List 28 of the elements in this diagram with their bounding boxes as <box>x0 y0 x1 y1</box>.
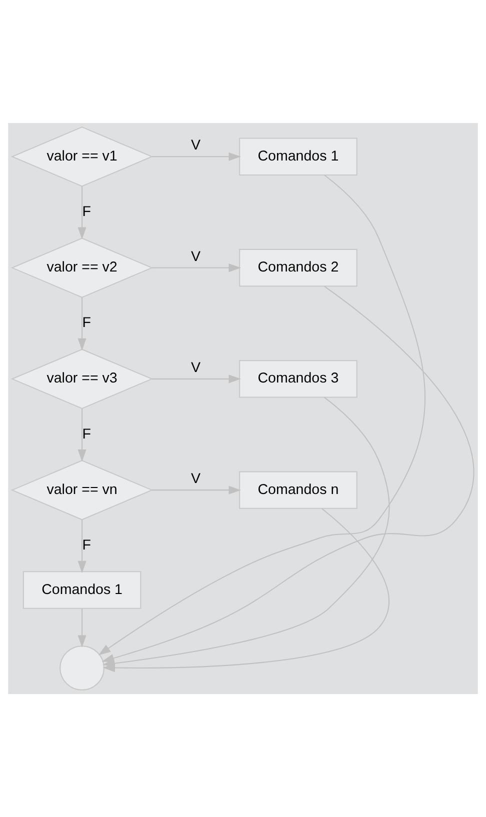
arrow <box>152 152 241 161</box>
node-diamond: valor == vn <box>10 460 154 520</box>
node-box: Comandos 1 <box>239 138 358 176</box>
node-diamond: valor == v1 <box>10 126 154 187</box>
arrow <box>78 608 86 648</box>
node-box: Comandos 1 <box>22 571 142 609</box>
node-diamond: valor == v2 <box>10 238 154 298</box>
arrow <box>152 374 241 384</box>
node-circle <box>60 646 104 690</box>
edge-label: V <box>190 471 200 488</box>
arrow <box>152 264 241 272</box>
edge-label: V <box>190 138 200 154</box>
edge-label: F <box>82 204 91 220</box>
arrow <box>78 186 86 240</box>
arrow <box>98 174 426 656</box>
edge-label: F <box>82 537 91 554</box>
edge-label: V <box>190 248 200 265</box>
node-box: Comandos n <box>239 471 358 509</box>
node-diamond: valor == v3 <box>10 348 154 410</box>
edge-label: F <box>82 426 91 442</box>
arrow <box>78 408 86 462</box>
arrow <box>152 486 241 494</box>
arrow <box>78 297 86 351</box>
arrow <box>78 520 86 574</box>
node-box: Comandos 3 <box>239 360 358 398</box>
edge-label: V <box>190 360 200 376</box>
edge-label: F <box>82 315 91 332</box>
node-box: Comandos 2 <box>239 248 358 287</box>
